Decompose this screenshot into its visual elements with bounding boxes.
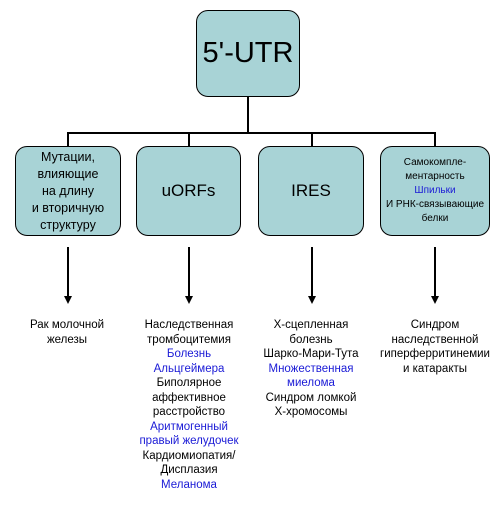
branch-connector-2 (188, 132, 190, 146)
disease-line: Меланома (161, 478, 217, 491)
disease-line: тромбоцитемия (147, 333, 231, 346)
disease-list-4: Синдром наследственной гиперферритинемии и … (372, 318, 498, 376)
disease-line: Шарко-Мари-Тута (263, 348, 359, 360)
category-label-line: на длину (41, 183, 95, 198)
category-label-line: ментарность (405, 171, 465, 182)
arrow-shaft-1 (67, 247, 69, 297)
branch-connector-1 (67, 132, 69, 146)
arrow-shaft-4 (434, 247, 436, 297)
disease-line: миелома (287, 377, 335, 389)
category-label-line: Самокомпле- (403, 157, 467, 168)
root-label: 5'-UTR (202, 37, 294, 69)
disease-line: правый желудочек (139, 435, 239, 447)
disease-line: Множественная (268, 362, 354, 375)
branch-connector-4 (434, 132, 436, 146)
category-label-line: Мутации, (41, 149, 95, 164)
arrow-head-1 (64, 296, 72, 304)
category-label-line: белки (421, 213, 449, 224)
category-label-line-highlight: Шпильки (414, 185, 456, 196)
disease-line: Аритмогенный (150, 420, 228, 433)
disease-line: Наследственная (144, 319, 234, 331)
category-label-line: структуру (40, 217, 96, 232)
disease-line: Биполярное (156, 377, 222, 389)
root-box: 5'-UTR (196, 10, 300, 97)
arrow-head-2 (185, 296, 193, 304)
disease-line: Синдром ломкой (265, 391, 357, 404)
disease-line: Альцгеймера (153, 362, 225, 375)
disease-line: Рак молочной (29, 319, 105, 331)
category-box-ires: IRES (258, 146, 364, 236)
arrow-shaft-3 (311, 247, 313, 297)
arrow-shaft-2 (188, 247, 190, 297)
category-label-line: И РНК-связывающие (385, 199, 485, 210)
disease-line: болезнь (289, 333, 333, 346)
disease-line: железы (46, 333, 88, 346)
category-box-uorfs: uORFs (136, 146, 241, 236)
category-label: IRES (291, 181, 331, 200)
arrow-head-3 (308, 296, 316, 304)
disease-line: и катаракты (402, 362, 468, 375)
arrow-head-4 (431, 296, 439, 304)
category-label-line: влияющие (37, 166, 99, 181)
disease-line: Х-сцепленная (273, 319, 349, 331)
disease-list-1: Рак молочной железы (8, 318, 126, 347)
disease-line: Синдром (410, 319, 460, 331)
horizontal-connector (67, 132, 435, 134)
disease-line: наследственной (391, 333, 479, 346)
disease-line: Х-хромосомы (274, 406, 348, 418)
category-box-mutations: Мутации, влияющие на длину и вторичную с… (15, 146, 121, 236)
disease-line: аффективное (152, 391, 226, 404)
category-label-line: и вторичную (31, 200, 105, 215)
disease-line: Болезнь (166, 348, 212, 360)
disease-line: расстройство (152, 406, 226, 418)
category-box-self-complementarity: Самокомпле- ментарность Шпильки И РНК-св… (380, 146, 490, 236)
root-connector (247, 97, 249, 133)
disease-line: Кардиомиопатия/ (142, 449, 236, 462)
disease-line: Дисплазия (160, 464, 218, 476)
category-label: uORFs (161, 181, 216, 200)
disease-line: гиперферритинемии (380, 348, 490, 360)
branch-connector-3 (311, 132, 313, 146)
